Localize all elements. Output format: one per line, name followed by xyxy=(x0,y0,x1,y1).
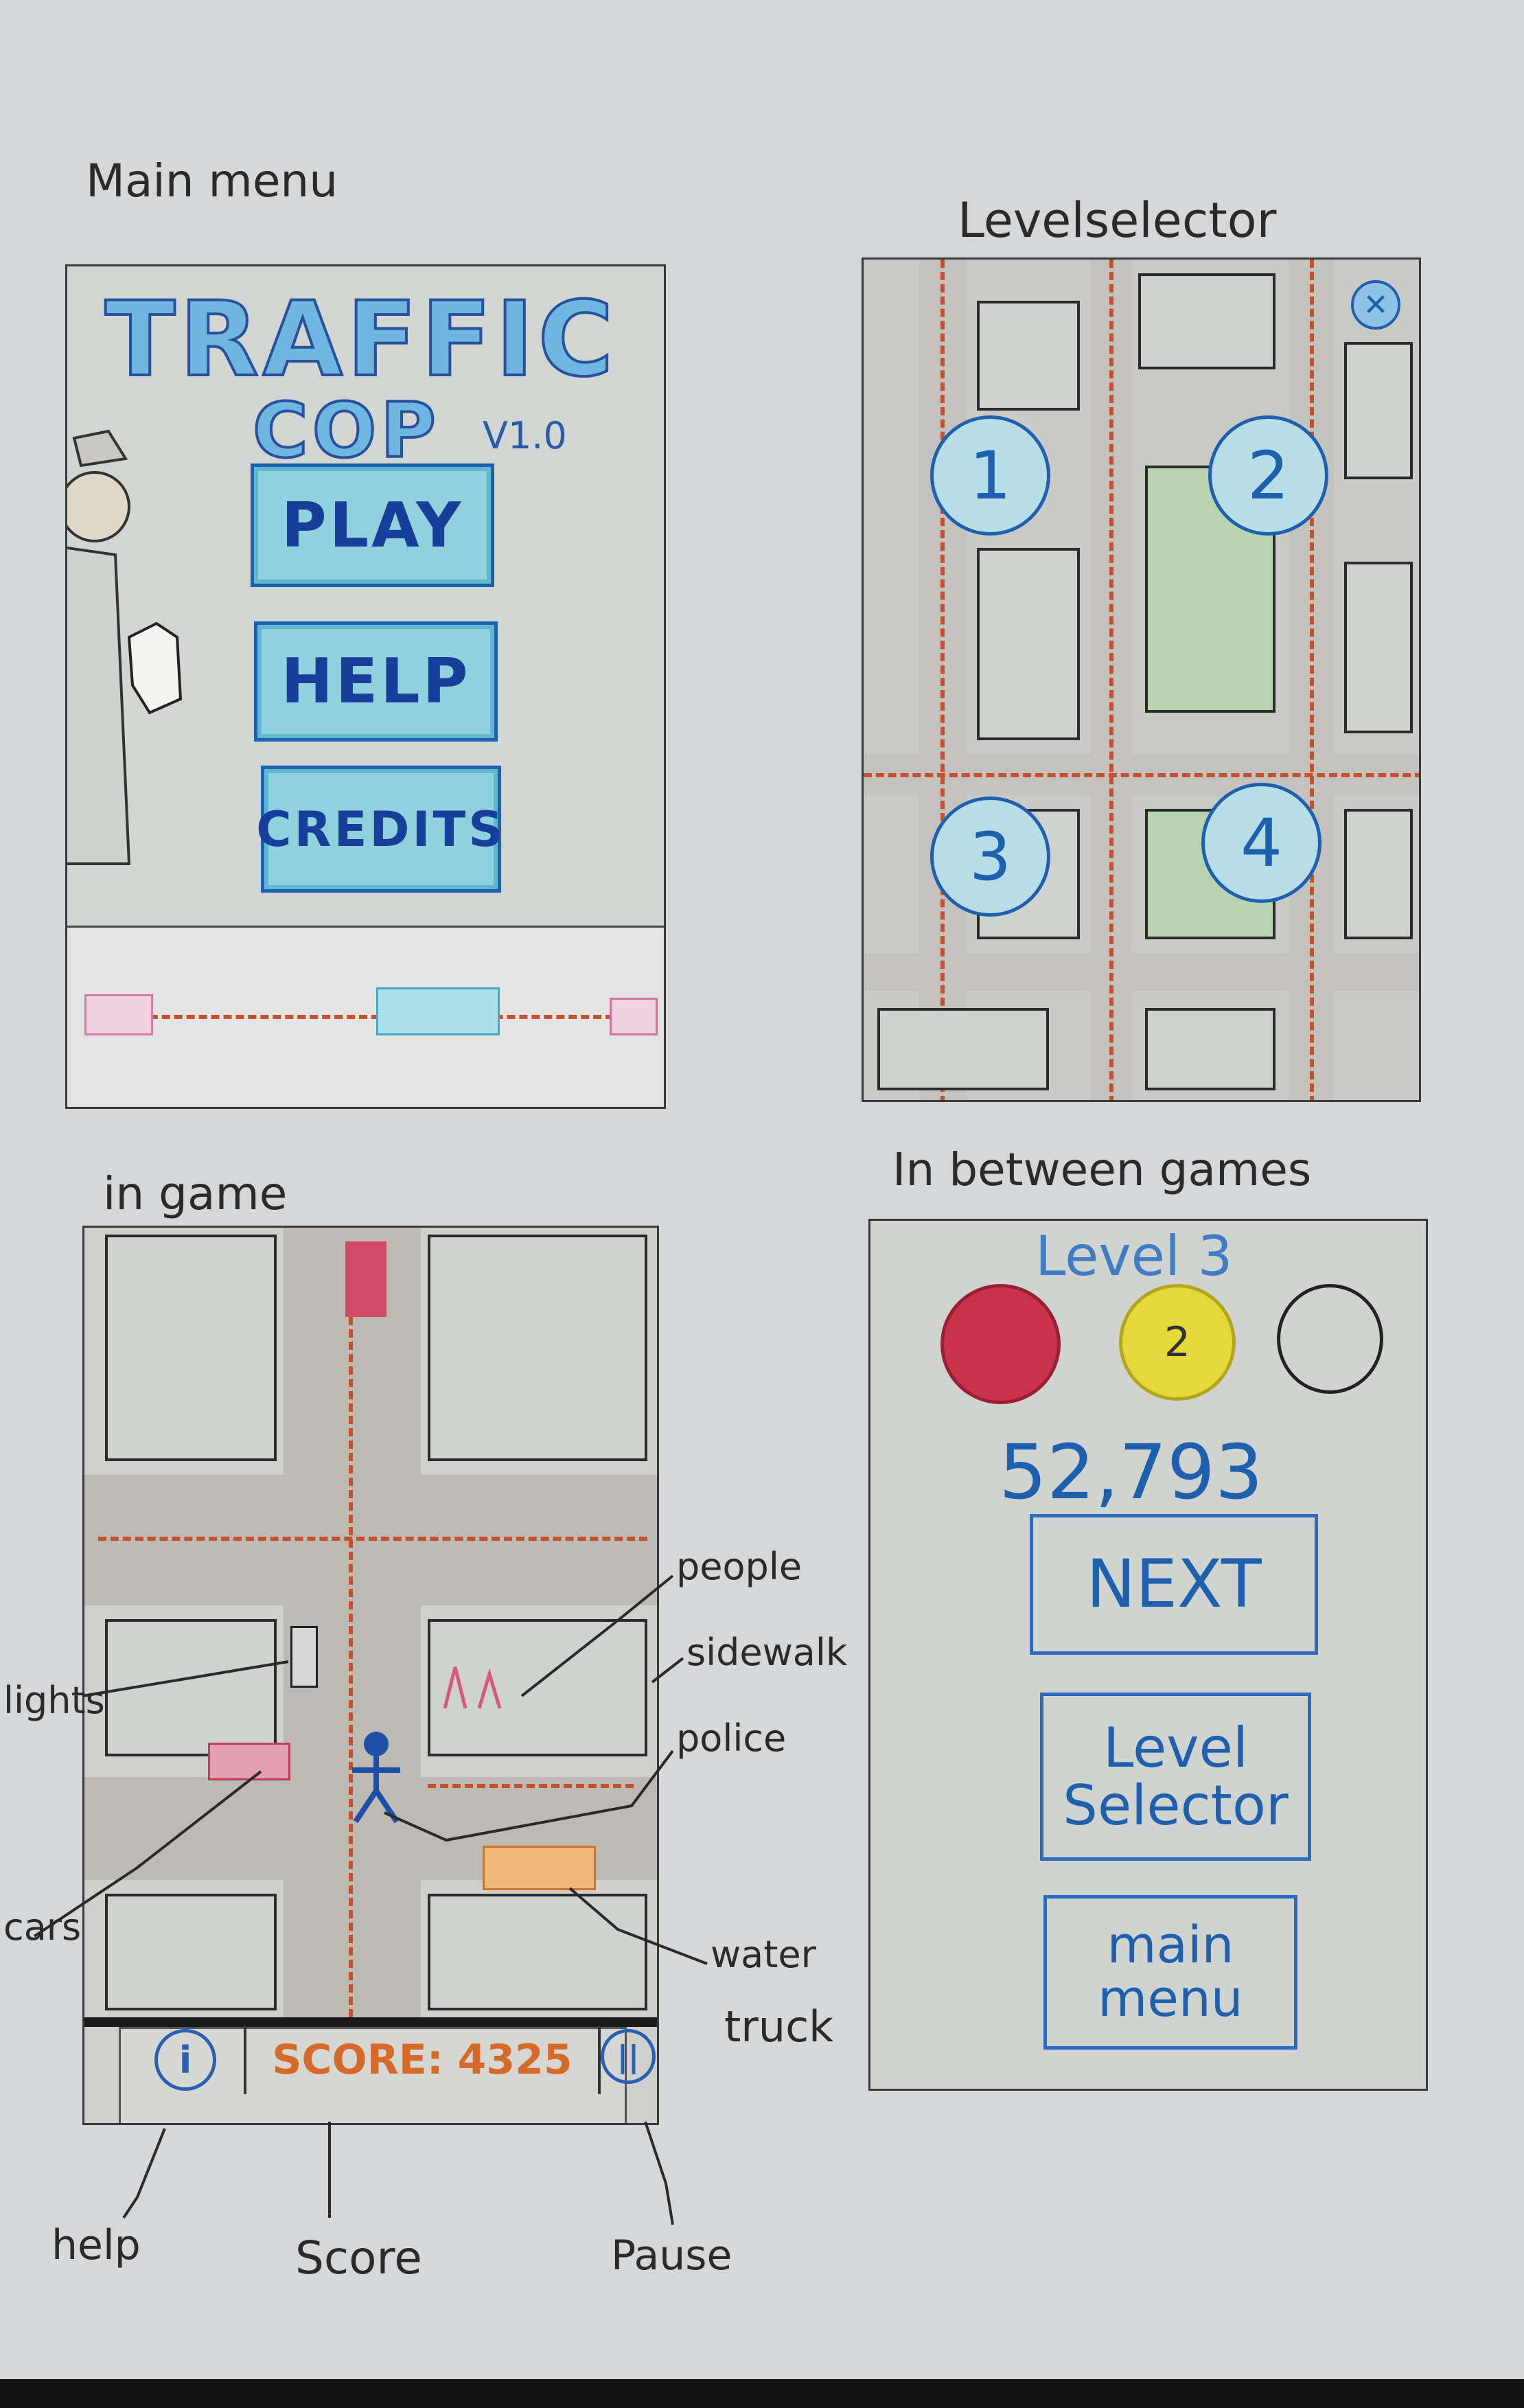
level-2-button[interactable]: 2 xyxy=(1208,415,1328,536)
star-2-icon: 2 xyxy=(1119,1284,1236,1401)
version-label: V1.0 xyxy=(483,414,567,457)
credits-button[interactable]: CREDITS xyxy=(256,766,503,893)
center-line-v xyxy=(349,1255,353,2017)
hud-divider xyxy=(84,2017,657,2027)
menu-road-line xyxy=(88,1015,651,1019)
score-display: SCORE: 4325 xyxy=(244,2026,601,2094)
level-4-button[interactable]: 4 xyxy=(1201,783,1321,903)
main-menu-button[interactable]: main menu xyxy=(1043,1895,1297,2050)
map-block xyxy=(977,301,1080,411)
police-icon xyxy=(352,1732,400,1824)
help-button[interactable]: HELP xyxy=(254,621,498,742)
star-3-icon xyxy=(1277,1284,1383,1394)
city-block xyxy=(428,1235,647,1461)
page-bottom-edge xyxy=(0,2379,1524,2408)
red-car-icon xyxy=(345,1241,386,1317)
close-icon[interactable]: ✕ xyxy=(1351,280,1400,330)
map-block xyxy=(1145,1008,1275,1090)
annotation-police: police xyxy=(676,1717,787,1760)
center-line-h-1 xyxy=(98,1537,647,1541)
dash-v-3 xyxy=(1310,260,1314,1100)
game-title-cop: COP xyxy=(251,385,440,476)
annotation-help: help xyxy=(51,2221,141,2269)
level-selector-screen xyxy=(862,257,1421,1102)
star-1-icon xyxy=(940,1284,1061,1404)
city-block xyxy=(428,1894,647,2010)
level-1-button[interactable]: 1 xyxy=(930,415,1050,536)
city-block xyxy=(428,1619,647,1756)
map-block xyxy=(1344,809,1413,939)
city-block xyxy=(105,1894,277,2010)
level-3-button[interactable]: 3 xyxy=(930,796,1050,917)
in-game-screen xyxy=(82,1226,659,2125)
blue-car-icon xyxy=(376,987,500,1035)
level-title: Level 3 xyxy=(1035,1224,1233,1288)
pink-car-icon-2 xyxy=(610,998,658,1035)
info-icon[interactable]: i xyxy=(154,2029,216,2091)
play-button[interactable]: PLAY xyxy=(251,463,494,587)
dash-v-2 xyxy=(1109,260,1113,1100)
dash-h-1 xyxy=(864,773,1419,777)
water-truck-icon xyxy=(483,1846,596,1890)
pink-car-icon xyxy=(84,994,153,1035)
police-officer-icon xyxy=(67,429,183,865)
road-h-2 xyxy=(864,953,1419,991)
annotation-people: people xyxy=(676,1545,803,1588)
people-icon xyxy=(443,1666,502,1709)
annotation-water: water xyxy=(711,1933,816,1976)
dash-v-1 xyxy=(940,260,945,1100)
car-icon xyxy=(208,1743,290,1780)
final-score: 52,793 xyxy=(999,1428,1263,1516)
annotation-truck: truck xyxy=(724,2002,834,2052)
game-title: TRAFFIC xyxy=(104,279,618,401)
map-block xyxy=(1344,342,1413,479)
annotation-score: Score xyxy=(295,2232,422,2284)
next-button[interactable]: NEXT xyxy=(1030,1514,1318,1655)
annotation-sidewalk: sidewalk xyxy=(686,1631,848,1674)
label-in-game: in game xyxy=(103,1167,288,1220)
map-block xyxy=(877,1008,1049,1090)
city-block xyxy=(105,1619,277,1756)
center-line-h-2 xyxy=(428,1784,634,1788)
map-block xyxy=(1344,562,1413,733)
annotation-pause: Pause xyxy=(611,2232,732,2280)
label-in-between: In between games xyxy=(892,1143,1312,1196)
annotation-lights: lights xyxy=(3,1679,105,1722)
pause-icon[interactable]: || xyxy=(601,2029,656,2084)
map-block xyxy=(977,548,1080,740)
city-block xyxy=(105,1235,277,1461)
label-main-menu: Main menu xyxy=(86,154,338,207)
level-selector-button[interactable]: Level Selector xyxy=(1040,1693,1311,1861)
map-block xyxy=(1138,273,1275,369)
label-level-selector: Levelselector xyxy=(958,192,1277,249)
traffic-light-icon xyxy=(290,1626,318,1688)
